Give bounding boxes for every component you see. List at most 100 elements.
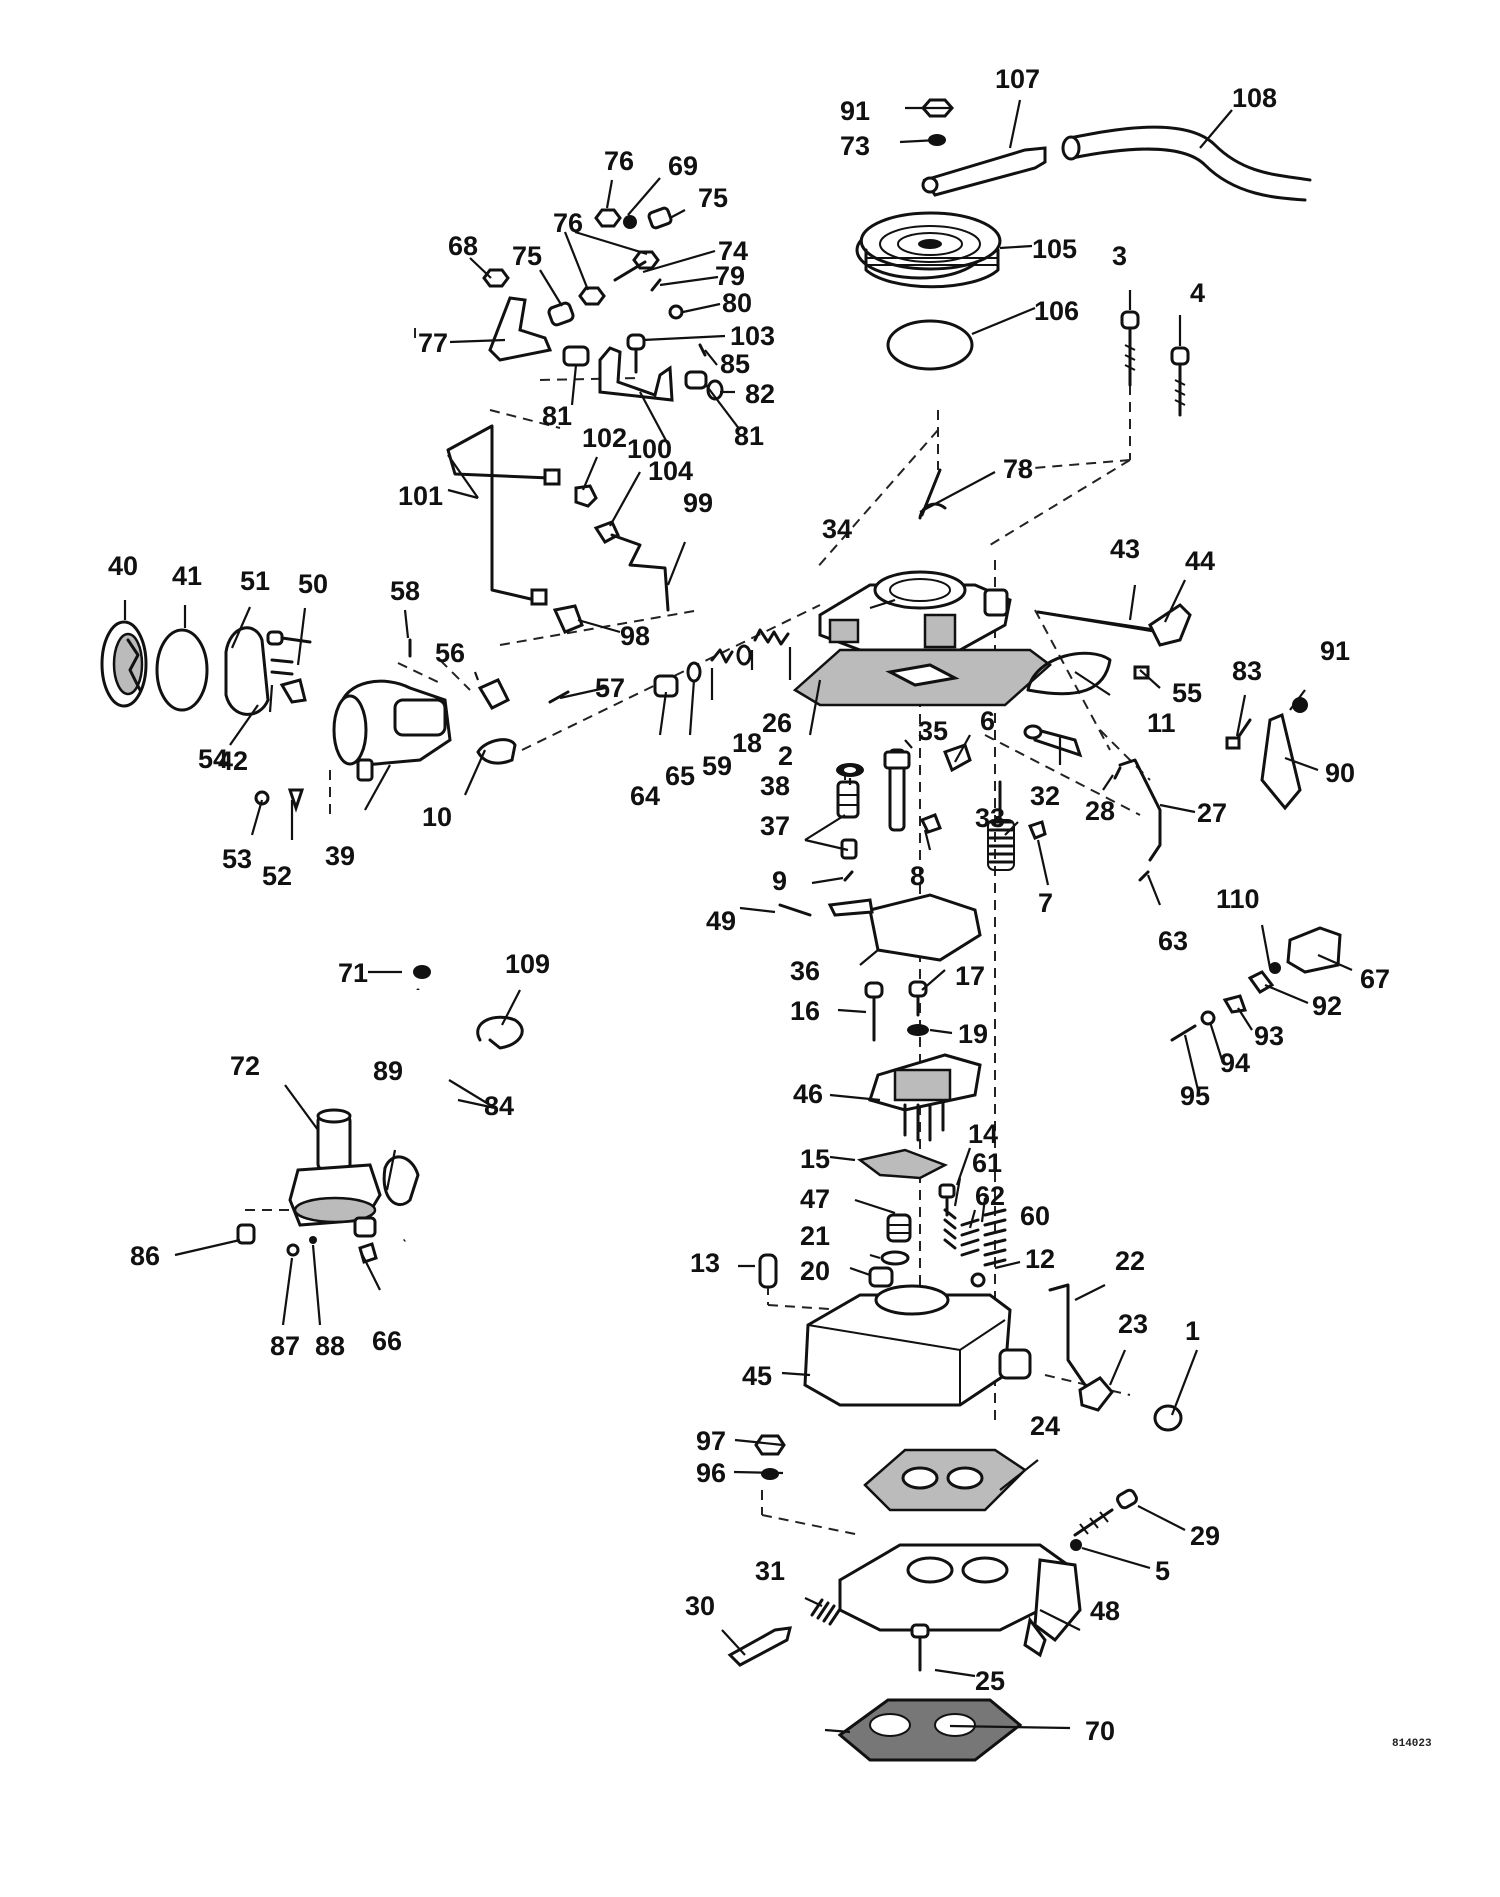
callout-24: 24 bbox=[1030, 1411, 1060, 1441]
pump-plunger-33 bbox=[987, 780, 1015, 871]
callout-74: 74 bbox=[718, 236, 748, 266]
callout-62: 62 bbox=[975, 1181, 1005, 1211]
plate-11 bbox=[1026, 651, 1112, 696]
callout-38: 38 bbox=[760, 771, 790, 801]
flange-gasket-70 bbox=[837, 1698, 1023, 1762]
fuel-pump-72 bbox=[288, 1108, 382, 1238]
callout-101: 101 bbox=[398, 481, 443, 511]
callout-47: 47 bbox=[800, 1184, 830, 1214]
throttle-body-48 bbox=[838, 1543, 1082, 1658]
callout-66: 66 bbox=[372, 1326, 402, 1356]
callout-67: 67 bbox=[1360, 964, 1390, 994]
callout-53: 53 bbox=[222, 844, 252, 874]
callout-5: 5 bbox=[1155, 1556, 1170, 1586]
callout-42: 42 bbox=[218, 746, 248, 776]
callout-96: 96 bbox=[696, 1458, 726, 1488]
callout-19: 19 bbox=[958, 1019, 988, 1049]
ring-41 bbox=[155, 628, 209, 712]
reference-code: 814023 bbox=[1392, 1738, 1432, 1750]
clip-78 bbox=[918, 468, 947, 520]
callout-102: 102 bbox=[582, 423, 627, 453]
callout-56: 56 bbox=[435, 638, 465, 668]
block-67 bbox=[1286, 926, 1342, 974]
callout-51: 51 bbox=[240, 566, 270, 596]
spring-26 bbox=[753, 628, 790, 646]
callout-92: 92 bbox=[1312, 991, 1342, 1021]
callout-6: 6 bbox=[980, 706, 995, 736]
bracket-107 bbox=[922, 146, 1047, 197]
callout-32: 32 bbox=[1030, 781, 1060, 811]
callout-93: 93 bbox=[1254, 1021, 1284, 1051]
callout-18: 18 bbox=[732, 728, 762, 758]
gasket-24 bbox=[863, 1448, 1027, 1512]
callout-79: 79 bbox=[715, 261, 745, 291]
callout-46: 46 bbox=[793, 1079, 823, 1109]
callout-29: 29 bbox=[1190, 1521, 1220, 1551]
callout-45: 45 bbox=[742, 1361, 772, 1391]
lever-23 bbox=[1078, 1376, 1114, 1412]
callout-13: 13 bbox=[690, 1248, 720, 1278]
callout-27: 27 bbox=[1197, 798, 1227, 828]
callout-14: 14 bbox=[968, 1119, 998, 1149]
gasket-10 bbox=[476, 738, 517, 765]
callout-97: 97 bbox=[696, 1426, 726, 1456]
needle-valve-37 bbox=[836, 780, 860, 860]
callout-57: 57 bbox=[595, 673, 625, 703]
callout-3: 3 bbox=[1112, 241, 1127, 271]
callout-110: 110 bbox=[1216, 884, 1260, 914]
callout-8: 8 bbox=[910, 861, 925, 891]
callout-58: 58 bbox=[390, 576, 420, 606]
callout-63: 63 bbox=[1158, 926, 1188, 956]
callout-33: 33 bbox=[975, 803, 1005, 833]
callout-86: 86 bbox=[130, 1241, 160, 1271]
callout-49: 49 bbox=[706, 906, 736, 936]
callout-23: 23 bbox=[1118, 1309, 1148, 1339]
callout-41: 41 bbox=[172, 561, 202, 591]
callout-91b: 91 bbox=[1320, 636, 1350, 666]
callout-55: 55 bbox=[1172, 678, 1202, 708]
link-99 bbox=[610, 533, 670, 612]
bracket-104 bbox=[598, 346, 674, 402]
diaphragm-51 bbox=[224, 626, 270, 716]
callout-69: 69 bbox=[668, 151, 698, 181]
callout-90: 90 bbox=[1325, 758, 1355, 788]
lever-77 bbox=[488, 296, 553, 362]
callout-25: 25 bbox=[975, 1666, 1005, 1696]
callout-107: 107 bbox=[995, 64, 1040, 94]
callout-26: 26 bbox=[762, 708, 792, 738]
screw-4 bbox=[1170, 346, 1190, 417]
lever-90 bbox=[1260, 712, 1302, 811]
callout-39: 39 bbox=[325, 841, 355, 871]
callout-15: 15 bbox=[800, 1144, 830, 1174]
callout-85: 85 bbox=[720, 349, 750, 379]
callout-73: 73 bbox=[840, 131, 870, 161]
clip-109 bbox=[476, 1015, 524, 1050]
spring-31 bbox=[810, 1598, 842, 1626]
screw-3 bbox=[1120, 310, 1140, 387]
gasket-15 bbox=[857, 1148, 949, 1180]
screw-17 bbox=[908, 980, 928, 1017]
callout-22: 22 bbox=[1115, 1246, 1145, 1276]
callout-52: 52 bbox=[262, 861, 292, 891]
callout-75a: 75 bbox=[512, 241, 542, 271]
callout-89: 89 bbox=[373, 1056, 403, 1086]
callout-109: 109 bbox=[505, 949, 550, 979]
callout-60: 60 bbox=[1020, 1201, 1050, 1231]
callout-50: 50 bbox=[298, 569, 328, 599]
callout-1: 1 bbox=[1185, 1316, 1200, 1346]
callout-48: 48 bbox=[1090, 1596, 1120, 1626]
callout-43: 43 bbox=[1110, 534, 1140, 564]
callout-40: 40 bbox=[108, 551, 138, 581]
callout-30: 30 bbox=[685, 1591, 715, 1621]
pin-13 bbox=[758, 1253, 778, 1289]
callout-37: 37 bbox=[760, 811, 790, 841]
callout-83: 83 bbox=[1232, 656, 1262, 686]
lever-44 bbox=[1148, 603, 1192, 647]
callout-76a: 76 bbox=[604, 146, 634, 176]
rod-22 bbox=[1048, 1283, 1087, 1387]
callout-labels: 1234567891011121314151617181920212223242… bbox=[108, 64, 1390, 1746]
callout-61: 61 bbox=[972, 1148, 1002, 1178]
pump-body-39 bbox=[332, 679, 452, 782]
callout-81b: 81 bbox=[734, 421, 764, 451]
